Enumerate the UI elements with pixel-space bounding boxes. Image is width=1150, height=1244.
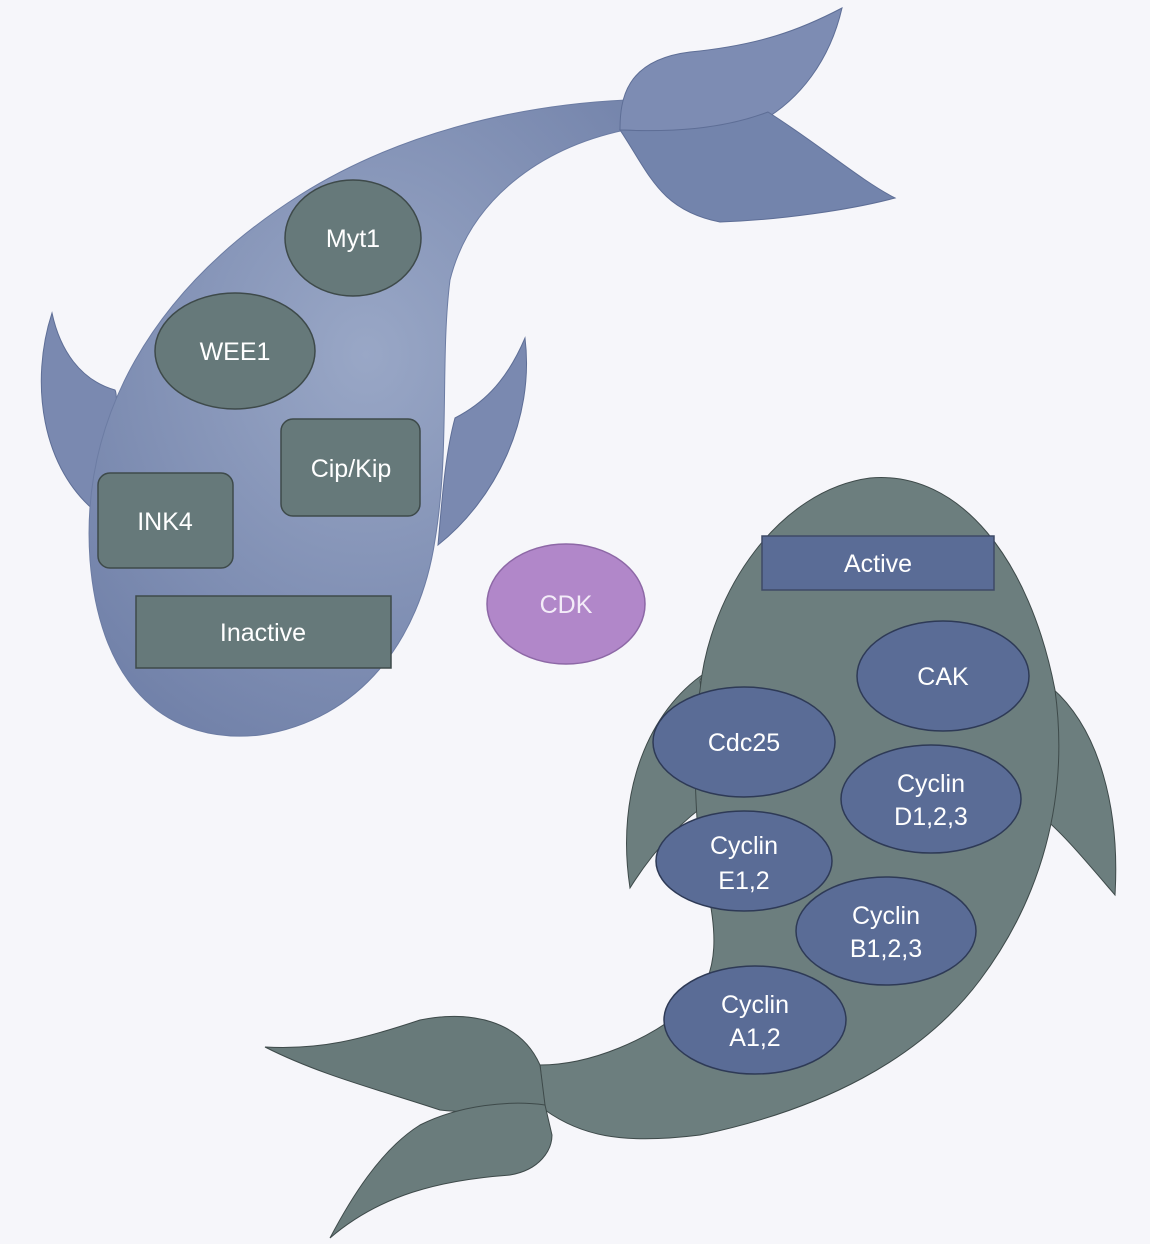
inactive-fish-tail-upper: [619, 7, 843, 132]
node-cyclin-a-line2: A1,2: [729, 1024, 780, 1052]
node-cak: CAK: [856, 620, 1030, 732]
node-myt1: Myt1: [284, 179, 422, 297]
active-title: Active: [844, 550, 912, 578]
node-cyclin-e: Cyclin E1,2: [655, 810, 833, 912]
cdk-node: CDK: [486, 543, 646, 665]
node-cdc25: Cdc25: [652, 686, 836, 798]
inactive-title-box: Inactive: [135, 595, 392, 669]
inactive-fish: [40, 7, 897, 737]
node-myt1-label: Myt1: [326, 225, 380, 253]
node-cyclin-a-line1: Cyclin: [721, 991, 789, 1019]
inactive-fish-tail-lower: [619, 111, 897, 223]
node-cyclin-b-line2: B1,2,3: [850, 935, 922, 963]
inactive-title: Inactive: [220, 619, 306, 647]
cdk-label: CDK: [540, 591, 593, 619]
node-cdc25-label: Cdc25: [708, 729, 780, 757]
inactive-fish-body: [88, 99, 644, 737]
node-ink4: INK4: [97, 472, 234, 569]
node-cyclin-d: Cyclin D1,2,3: [840, 744, 1022, 854]
node-wee1: WEE1: [154, 292, 316, 410]
node-cyclin-e-line2: E1,2: [718, 867, 769, 895]
node-cyclin-b: Cyclin B1,2,3: [795, 876, 977, 986]
active-fish-tail-lower: [329, 1102, 553, 1239]
node-cyclin-a: Cyclin A1,2: [663, 965, 847, 1075]
node-cak-label: CAK: [917, 663, 969, 691]
node-cyclin-d-line2: D1,2,3: [894, 803, 968, 831]
inactive-fish-right-fin: [437, 336, 527, 547]
node-cyclin-d-line1: Cyclin: [897, 770, 965, 798]
node-cyclin-e-line1: Cyclin: [710, 832, 778, 860]
node-ink4-label: INK4: [137, 508, 193, 536]
active-fish-tail-upper: [264, 1015, 546, 1113]
active-title-box: Active: [761, 535, 995, 591]
node-cip-kip: Cip/Kip: [280, 418, 421, 517]
node-cip-kip-label: Cip/Kip: [311, 455, 392, 483]
node-wee1-label: WEE1: [200, 338, 271, 366]
node-cyclin-b-line1: Cyclin: [852, 902, 920, 930]
